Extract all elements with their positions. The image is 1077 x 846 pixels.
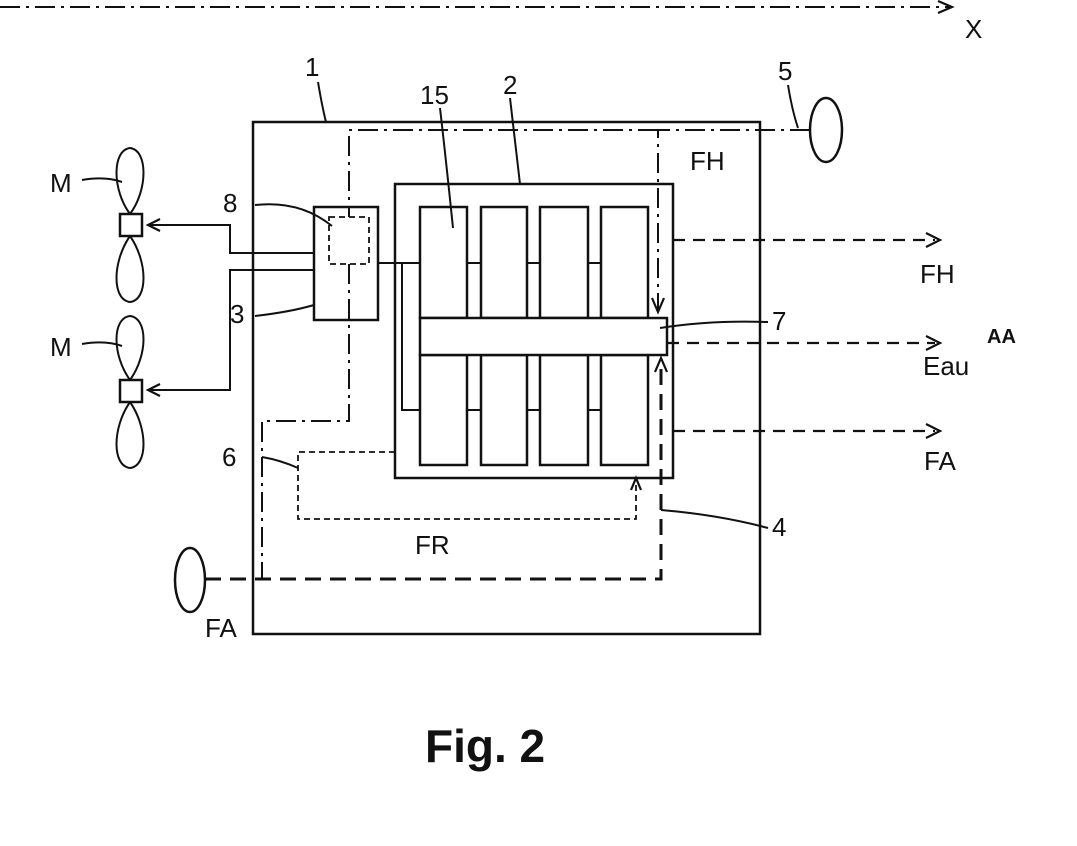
leader-2: [510, 98, 520, 184]
x-axis: X: [0, 1, 982, 44]
label-7: 7: [772, 306, 786, 336]
label-fr: FR: [415, 530, 450, 560]
wire-bottom-motor: [150, 270, 314, 390]
propeller-bottom: [117, 316, 144, 468]
label-aa: AA: [987, 326, 1016, 348]
x-axis-label: X: [965, 14, 982, 44]
propeller-top: [117, 148, 144, 302]
controller-8: [329, 217, 369, 264]
label-fa-in: FA: [205, 613, 237, 643]
air-tank: [175, 548, 205, 612]
stack-bus-line: [402, 263, 420, 410]
leader-5: [788, 85, 798, 128]
label-2: 2: [503, 70, 517, 100]
cells-lower: [420, 355, 648, 465]
label-3: 3: [230, 299, 244, 329]
label-fh-out: FH: [920, 259, 955, 289]
cells-upper: [420, 207, 648, 318]
separator-7: [420, 318, 667, 355]
label-15: 15: [420, 80, 449, 110]
wire-top-motor: [150, 225, 314, 253]
label-5: 5: [778, 56, 792, 86]
hydrogen-line: [658, 130, 810, 310]
leader-7: [660, 322, 768, 328]
leader-1: [318, 82, 326, 122]
label-8: 8: [223, 188, 237, 218]
label-m-top: M: [50, 168, 72, 198]
label-eau: Eau: [923, 351, 969, 381]
leader-3: [255, 305, 314, 316]
label-fh-inside: FH: [690, 146, 725, 176]
label-m-bottom: M: [50, 332, 72, 362]
label-fa-out: FA: [924, 446, 956, 476]
label-1: 1: [305, 52, 319, 82]
leader-4: [661, 510, 768, 528]
figure-caption: Fig. 2: [425, 720, 545, 772]
label-4: 4: [772, 512, 786, 542]
hydrogen-tank-5: [810, 98, 842, 162]
leader-6: [262, 457, 298, 468]
air-control-line: [262, 264, 349, 579]
label-6: 6: [222, 442, 236, 472]
